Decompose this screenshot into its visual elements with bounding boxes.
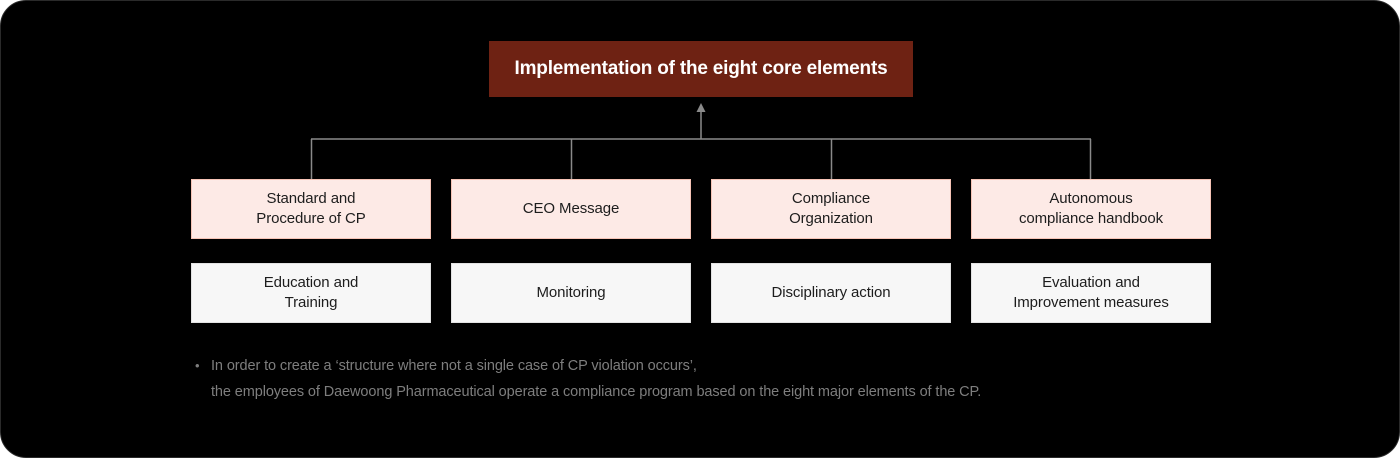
connector-arrow-head (696, 103, 706, 112)
element-box-compliance-organization[interactable]: Compliance Organization (711, 179, 951, 239)
element-box-standard-and-procedure-of-cp[interactable]: Standard and Procedure of CP (191, 179, 431, 239)
diagram-title-text: Implementation of the eight core element… (514, 57, 888, 79)
element-box-label: Disciplinary action (771, 284, 891, 302)
element-box-label: Autonomous compliance handbook (1018, 190, 1164, 227)
diagram-title-box: Implementation of the eight core element… (489, 41, 913, 97)
element-box-label: Evaluation and Improvement measures (1013, 274, 1169, 311)
element-box-disciplinary-action[interactable]: Disciplinary action (711, 263, 951, 323)
element-box-autonomous-compliance-handbook[interactable]: Autonomous compliance handbook (971, 179, 1211, 239)
element-box-label: Education and Training (263, 274, 359, 311)
element-box-label: CEO Message (522, 200, 620, 218)
element-box-ceo-message[interactable]: CEO Message (451, 179, 691, 239)
footnote-text: In order to create a ‘structure where no… (211, 358, 982, 400)
bullet-icon: • (195, 358, 200, 373)
element-box-label: Compliance Organization (789, 190, 873, 227)
element-box-education-and-training[interactable]: Education and Training (191, 263, 431, 323)
element-box-label: Monitoring (536, 284, 606, 302)
element-row-1: Standard and Procedure of CP CEO Message… (191, 179, 1211, 239)
element-box-evaluation-and-improvement-measures[interactable]: Evaluation and Improvement measures (971, 263, 1211, 323)
element-box-label: Standard and Procedure of CP (256, 190, 366, 227)
element-row-2: Education and Training Monitoring Discip… (191, 263, 1211, 323)
element-box-monitoring[interactable]: Monitoring (451, 263, 691, 323)
footnote: • In order to create a ‘structure where … (191, 353, 1231, 405)
